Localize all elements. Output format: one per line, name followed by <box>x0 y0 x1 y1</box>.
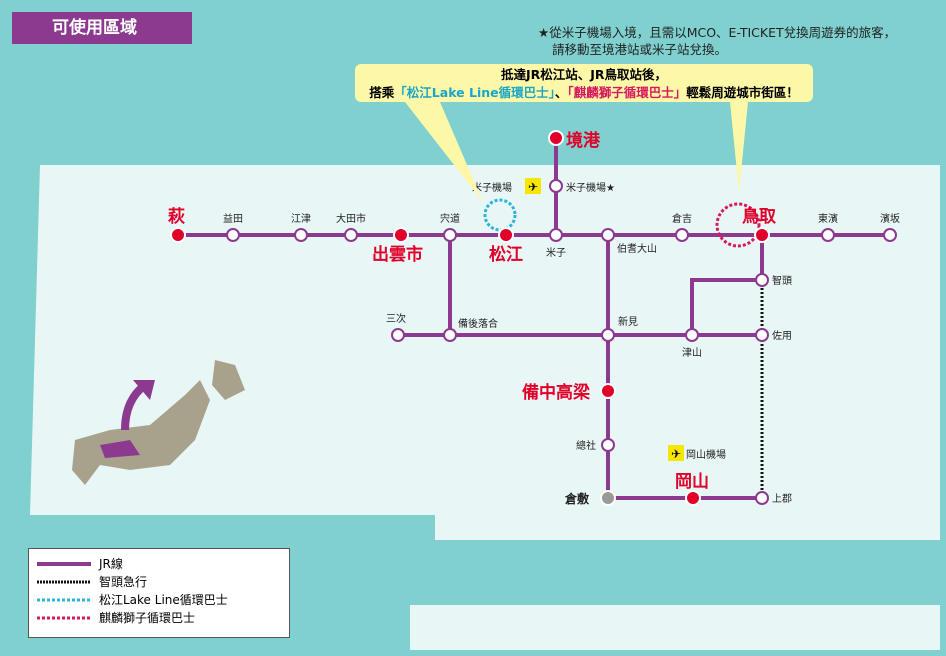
station-okayama: 岡山 <box>675 472 709 492</box>
station-masuda: 益田 <box>223 212 243 225</box>
callout-post: 輕鬆周遊城市街區！ <box>686 85 799 100</box>
airport-icon: ✈ <box>525 178 541 194</box>
legend-chizu: 智頭急行 <box>37 573 289 590</box>
station-chizu: 智頭 <box>772 274 792 287</box>
legend-label: 松江Lake Line循環巴士 <box>99 593 228 607</box>
station-kurayoshi: 倉吉 <box>672 212 692 225</box>
station-kamigori: 上郡 <box>772 493 792 505</box>
station-sakaiminato: 境港 <box>566 130 601 151</box>
station-izumoshi: 出雲市 <box>372 244 423 265</box>
station-gotsu: 江津 <box>291 213 311 225</box>
station-matsue: 松江 <box>489 244 523 265</box>
station-hagi: 萩 <box>168 206 185 227</box>
separator: 、 <box>554 85 568 100</box>
callout-line-2: 搭乘「松江Lake Line循環巴士」、「麒麟獅子循環巴士」輕鬆周遊城市街區！ <box>355 84 813 102</box>
station-hoki-daisen: 伯耆大山 <box>617 242 657 255</box>
note-line-1: ★從米子機場入境，且需以MCO、E-TICKET兌換周遊券的旅客， <box>538 25 897 40</box>
land-area-bottom <box>410 605 940 650</box>
svg-text:✈: ✈ <box>528 180 538 194</box>
callout-pre: 搭乘 <box>369 85 395 100</box>
station-bingo-ochiai: 備後落合 <box>458 317 498 330</box>
bus-callout: 抵達JR松江站、JR鳥取站後， 搭乘「松江Lake Line循環巴士」、「麒麟獅… <box>355 64 813 102</box>
yonago-airport-label: 米子機場 <box>472 181 512 194</box>
kirin-bus-circle <box>715 202 761 248</box>
major-stations <box>170 130 770 506</box>
quote: 」 <box>673 85 687 100</box>
callout-pointer <box>730 102 748 192</box>
quote: 」 <box>548 85 555 100</box>
stations <box>226 179 897 505</box>
callout-line-1: 抵達JR松江站、JR鳥取站後， <box>500 67 668 82</box>
station-tsuyama: 津山 <box>682 347 702 359</box>
station-yonago-airport: 米子機場★ <box>566 181 615 194</box>
lake-line-bus-name: 松江Lake Line循環巴士 <box>406 85 549 100</box>
legend-label: 麒麟獅子循環巴士 <box>99 611 196 625</box>
okayama-airport-label: 岡山機場 <box>686 448 726 461</box>
legend-kirin: 麒麟獅子循環巴士 <box>37 609 289 626</box>
station-kurashiki: 倉敷 <box>564 491 590 506</box>
station-bitchu-takahashi: 備中高梁 <box>522 382 591 403</box>
station-higashihama: 東濱 <box>818 212 838 225</box>
callout-pointer <box>405 102 483 202</box>
legend-lake-line: 松江Lake Line循環巴士 <box>37 591 289 608</box>
airport-icon: ✈ <box>668 445 684 461</box>
station-yonago: 米子 <box>546 246 566 259</box>
airport-note: ★從米子機場入境，且需以MCO、E-TICKET兌換周遊券的旅客， 請移動至境港… <box>538 24 896 58</box>
station-kurashiki-dot <box>600 490 616 506</box>
land-area <box>30 165 940 540</box>
station-sayo: 佐用 <box>772 330 792 342</box>
page-title: 可使用區域 <box>12 12 192 44</box>
kirin-bus-name: 麒麟獅子循環巴士 <box>573 85 674 100</box>
lake-line-bus-circle <box>483 198 517 232</box>
station-hamasaka: 濱坂 <box>880 212 900 225</box>
legend: JR線 智頭急行 松江Lake Line循環巴士 麒麟獅子循環巴士 <box>28 548 290 638</box>
note-line-2: 請移動至境港站或米子站兌換。 <box>552 42 728 57</box>
station-miyoshi: 三次 <box>386 312 406 325</box>
japan-inset <box>72 360 245 485</box>
station-shinji: 宍道 <box>440 212 460 225</box>
quote: 「 <box>567 85 574 100</box>
station-oda: 大田市 <box>336 212 366 225</box>
svg-text:✈: ✈ <box>671 447 681 461</box>
station-soja: 總社 <box>576 439 596 452</box>
quote: 「 <box>394 85 407 100</box>
legend-jr: JR線 <box>37 555 289 572</box>
legend-label: JR線 <box>99 557 123 571</box>
legend-label: 智頭急行 <box>99 575 148 589</box>
station-niimi: 新見 <box>618 315 638 328</box>
station-tottori: 鳥取 <box>742 206 776 227</box>
